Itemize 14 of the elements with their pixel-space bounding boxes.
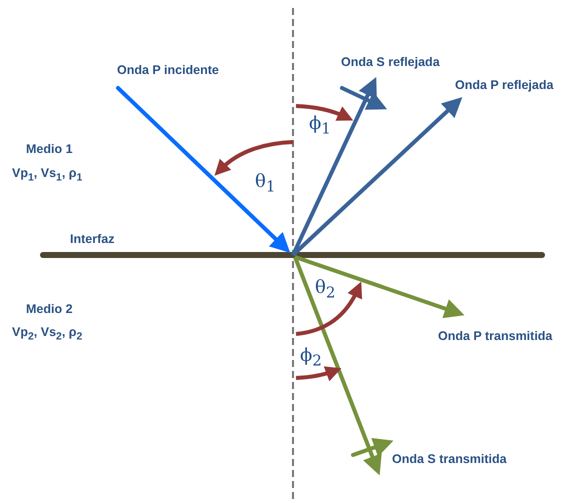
angle-symbol: θ$_{2}$: [315, 278, 336, 303]
interface-label: Interfaz: [70, 232, 114, 247]
medium-label: Medio 2: [26, 302, 73, 317]
wave-label: Onda P incidente: [117, 63, 219, 78]
wave-label: Onda P transmitida: [438, 329, 552, 344]
angle-symbol: ϕ$_{1}$: [309, 114, 331, 139]
wave-label: Onda S reflejada: [341, 55, 440, 70]
property-label: Vp$_{1}$, Vs$_{1}$, ρ$_{1}$: [12, 166, 82, 186]
angle-symbol: θ$_{1}$: [255, 172, 276, 197]
property-label: Vp$_{2}$, Vs$_{2}$, ρ$_{2}$: [12, 325, 82, 344]
medium-label: Medio 1: [26, 142, 73, 157]
angle-symbol: ϕ$_{2}$: [300, 346, 322, 371]
wave-label: Onda P reflejada: [455, 78, 554, 93]
wave-label: Onda S transmitida: [392, 452, 507, 467]
